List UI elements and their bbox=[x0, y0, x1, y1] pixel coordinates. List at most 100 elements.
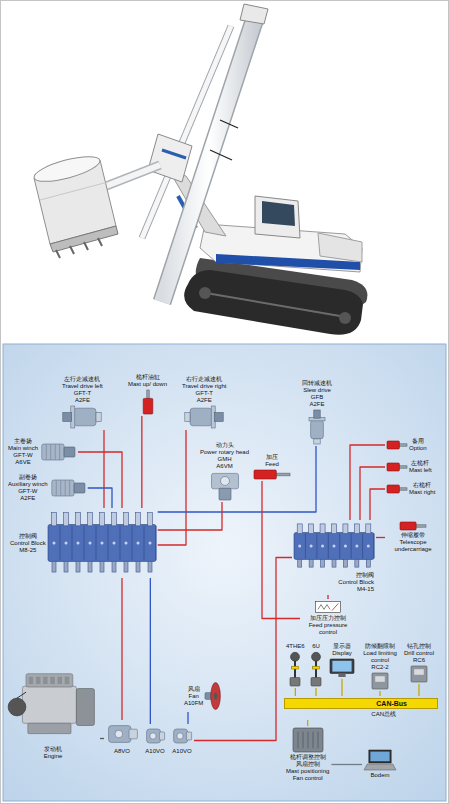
component-icon bbox=[387, 441, 399, 449]
component-icon bbox=[88, 542, 91, 545]
component-label: GFT-T bbox=[182, 390, 226, 397]
component-icon bbox=[190, 408, 212, 426]
component-icon bbox=[48, 510, 156, 576]
component-label: Feed pressure control bbox=[302, 622, 354, 636]
component-box: 加压Feed bbox=[252, 452, 292, 481]
component-icon bbox=[111, 513, 116, 526]
component-icon bbox=[52, 542, 55, 545]
component-icon bbox=[36, 677, 41, 684]
component-label: GFT-T bbox=[62, 390, 103, 397]
component-icon bbox=[74, 408, 96, 426]
component-icon bbox=[147, 513, 152, 526]
component-icon bbox=[147, 729, 161, 743]
component-label: Mast up/ down bbox=[128, 381, 167, 388]
component-icon bbox=[312, 652, 321, 661]
component-icon bbox=[314, 410, 320, 418]
hydraulic-line bbox=[418, 684, 419, 696]
component-icon bbox=[26, 674, 73, 687]
component-icon bbox=[22, 686, 76, 723]
hydraulic-line bbox=[315, 688, 316, 696]
component-icon bbox=[42, 444, 64, 460]
component-icon bbox=[343, 559, 347, 567]
component-icon bbox=[50, 677, 55, 684]
component-icon bbox=[338, 673, 345, 677]
component-label: 桅杆油缸 bbox=[128, 374, 167, 381]
label-group: 控制阀Control BlockM4-15 bbox=[338, 572, 374, 593]
component-box: 右行走减速机Travel drive rightGFT-TA2FE bbox=[180, 374, 228, 430]
component-icon bbox=[215, 413, 224, 422]
component-icon bbox=[60, 480, 61, 495]
hydraulic-line bbox=[100, 738, 104, 739]
component-icon bbox=[185, 413, 190, 422]
component-icon bbox=[387, 441, 407, 449]
component-label: Control Block bbox=[10, 540, 46, 547]
component-icon bbox=[119, 526, 120, 560]
component-label: 控制阀 bbox=[338, 572, 374, 579]
component-icon bbox=[219, 488, 231, 500]
component-icon bbox=[51, 480, 84, 496]
component-icon bbox=[100, 542, 103, 545]
hydraulic-line bbox=[158, 430, 186, 545]
component-icon bbox=[148, 561, 152, 572]
component-icon bbox=[305, 534, 306, 559]
hydraulic-line bbox=[327, 595, 328, 599]
drilling-rig-photo bbox=[200, 292, 340, 316]
component-icon bbox=[355, 545, 358, 548]
component-icon bbox=[310, 545, 313, 548]
component-icon bbox=[311, 678, 321, 687]
component-box: 副卷扬Auxiliary winchGFT-WA2FE bbox=[6, 472, 88, 504]
component-icon bbox=[52, 561, 56, 572]
component-icon bbox=[63, 406, 101, 428]
component-label: 动力头 bbox=[200, 442, 249, 449]
component-icon bbox=[254, 470, 276, 479]
component-icon bbox=[159, 732, 164, 740]
component-label: GMH bbox=[200, 456, 249, 463]
label-group: Bodem bbox=[370, 772, 389, 779]
hydraulic-line bbox=[295, 688, 296, 696]
component-icon bbox=[328, 534, 329, 559]
component-label: Mast right bbox=[409, 489, 435, 496]
component-icon bbox=[174, 729, 192, 743]
drilling-rig-photo bbox=[148, 134, 192, 182]
drilling-rig-photo bbox=[184, 270, 363, 335]
component-label: Control Block bbox=[338, 579, 374, 586]
component-label: Mast positioning bbox=[286, 768, 329, 775]
component-icon bbox=[29, 677, 34, 684]
label-group: A10VO bbox=[145, 748, 164, 755]
component-icon bbox=[148, 542, 151, 545]
component-label: M8-25 bbox=[10, 547, 46, 554]
component-icon bbox=[8, 670, 98, 744]
component-icon bbox=[136, 542, 139, 545]
hydraulic-line bbox=[150, 578, 151, 724]
component-box: 右桅杆Mast right bbox=[385, 480, 437, 498]
component-label: RC2-2 bbox=[361, 664, 399, 671]
drilling-rig-photo bbox=[40, 182, 108, 200]
component-box: A10VO bbox=[170, 724, 194, 757]
component-icon bbox=[294, 524, 374, 567]
hydraulic-line bbox=[194, 558, 292, 741]
component-label: A8VO bbox=[114, 748, 130, 755]
component-box: 钻孔控制Drill controlRC6 bbox=[402, 641, 436, 684]
component-icon bbox=[59, 526, 60, 560]
component-icon bbox=[364, 750, 396, 770]
component-icon bbox=[290, 678, 300, 687]
component-icon bbox=[64, 447, 75, 457]
component-icon bbox=[71, 526, 72, 560]
label-group: 左桅杆Mast left bbox=[409, 460, 432, 474]
component-label: Travel drive right bbox=[182, 383, 226, 390]
component-icon bbox=[411, 666, 427, 682]
hydraulic-line bbox=[360, 467, 385, 520]
component-icon bbox=[302, 732, 303, 749]
drilling-rig-photo bbox=[32, 4, 368, 335]
component-icon bbox=[129, 729, 137, 739]
component-box: 防倾翻限制Load limiting controlRC2-2 bbox=[359, 641, 401, 691]
component-icon bbox=[293, 728, 323, 752]
component-icon bbox=[387, 485, 407, 493]
component-icon bbox=[74, 483, 85, 493]
component-icon bbox=[343, 524, 348, 534]
component-icon bbox=[59, 444, 60, 459]
component-label: A2FE bbox=[302, 401, 332, 408]
component-icon bbox=[399, 488, 407, 490]
label-group: 显示器Display bbox=[332, 643, 352, 657]
component-box: 控制阀Control BlockM4-15 bbox=[292, 520, 376, 595]
